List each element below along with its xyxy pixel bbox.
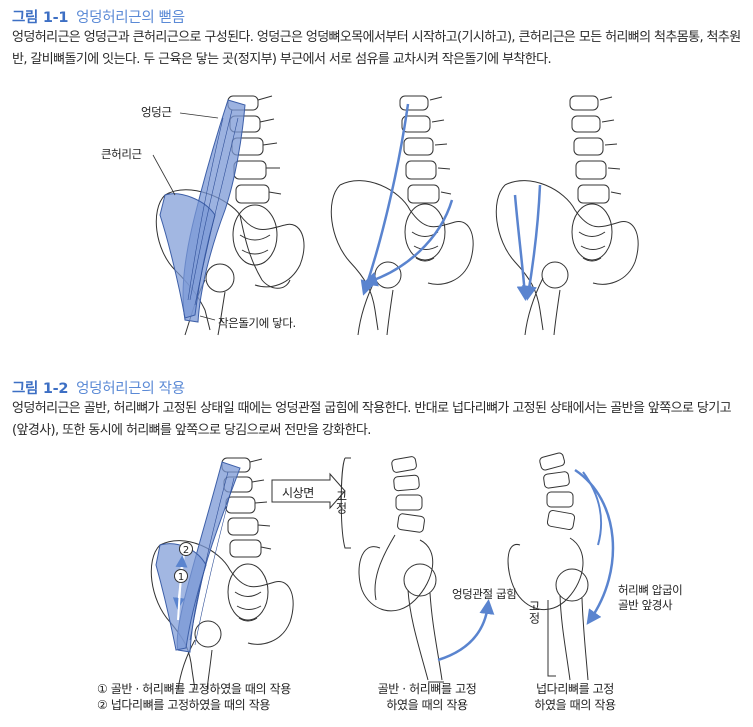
fig1-description: 엉덩허리근은 엉덩근과 큰허리근으로 구성된다. 엉덩근은 엉덩뼈오목에서부터 …	[12, 30, 741, 67]
fig2-name: 엉덩허리근의 작용	[76, 381, 185, 397]
caption-middle-line1: 골반 · 허리뼈를 고정	[377, 682, 477, 696]
marker-2-text: 2	[183, 545, 189, 556]
fig1-panel-iliacus-line	[495, 95, 639, 336]
caption-middle: 골반 · 허리뼈를 고정 하였을 때의 작용	[372, 681, 482, 713]
fig2-legend: ① 골반 · 허리뼈를 고정하였을 때의 작용 ② 넙다리뼈를 고정하였을 때의…	[97, 681, 291, 713]
fig1-panel-anatomy	[152, 95, 305, 336]
lumbar-label-line2: 골반 앞경사	[618, 598, 673, 612]
hip-flexion-label: 엉덩관절 굽힘	[452, 587, 517, 601]
fig2-number: 그림 1-2	[12, 381, 69, 397]
view-arrow-icon	[271, 472, 346, 510]
caption-middle-line2: 하였을 때의 작용	[386, 698, 468, 712]
caption-right: 넙다리뼈를 고정 하였을 때의 작용	[525, 681, 625, 713]
label-iliacus: 엉덩근	[141, 105, 172, 119]
fixed-label-vertical-right: 고정	[526, 600, 541, 628]
label-psoas-major: 큰허리근	[101, 147, 142, 161]
lumbar-label-line1: 허리뼈 압굽이	[618, 583, 683, 597]
fig2-panel-femur-fixed	[507, 452, 615, 681]
fig2-title: 그림 1-2 엉덩허리근의 작용	[12, 377, 185, 398]
fig2-panel-pelvis-fixed	[340, 456, 495, 683]
marker-1-text: 1	[178, 572, 184, 583]
fixed-label-text: 고정	[334, 490, 348, 514]
label-lesser-trochanter: 작은돌기에 닿다.	[218, 316, 296, 330]
fig1-name: 엉덩허리근의 뻗음	[76, 10, 185, 26]
fig2-panel-muscle	[150, 457, 294, 691]
legend-item-2: ② 넙다리뼈를 고정하였을 때의 작용	[97, 698, 270, 712]
fig1-panel-psoas-line	[330, 95, 474, 336]
lumbar-pelvis-label: 허리뼈 압굽이 골반 앞경사	[618, 583, 683, 613]
fixed-label-vertical: 고정	[333, 490, 348, 518]
caption-right-line1: 넙다리뼈를 고정	[536, 682, 614, 696]
fixed-label-text-right: 고정	[527, 600, 541, 624]
fig2-description: 엉덩허리근은 골반, 허리뼈가 고정된 상태일 때에는 엉덩관절 굽힘에 작용한…	[12, 401, 732, 438]
caption-right-line2: 하였을 때의 작용	[534, 698, 616, 712]
legend-item-1: ① 골반 · 허리뼈를 고정하였을 때의 작용	[97, 682, 291, 696]
view-label: 시상면	[282, 486, 314, 500]
fig1-number: 그림 1-1	[12, 10, 69, 26]
marker-circles	[174, 542, 193, 583]
fig1-title: 그림 1-1 엉덩허리근의 뻗음	[12, 6, 185, 27]
